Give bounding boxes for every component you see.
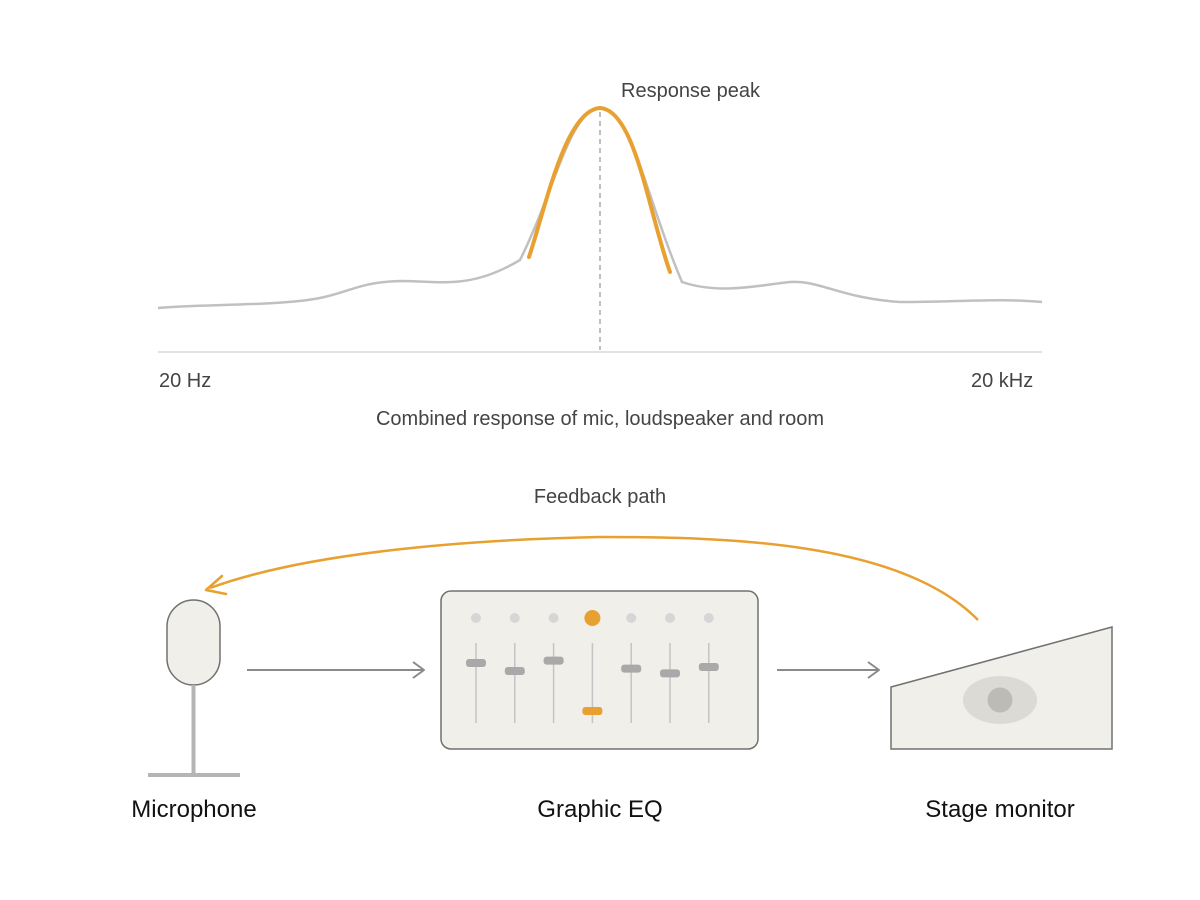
eq-fader-knob (504, 667, 525, 675)
x-axis-min-label: 20 Hz (159, 370, 212, 392)
eq-band-7 (698, 613, 719, 723)
eq-band-2 (504, 613, 525, 723)
graphic-eq-label: Graphic EQ (537, 796, 663, 823)
eq-band-3 (543, 613, 564, 723)
graphic-eq-icon (440, 590, 759, 750)
eq-band-1 (466, 613, 486, 723)
eq-fader-knob (582, 707, 603, 715)
eq-fader-knob (621, 664, 642, 673)
stage-monitor-icon (890, 626, 1113, 750)
chart-caption: Combined response of mic, loudspeaker an… (375, 408, 825, 430)
eq-band-5 (621, 613, 642, 723)
feedback-path (204, 535, 979, 621)
feedback-path-label: Feedback path (533, 486, 667, 508)
microphone-icon (148, 599, 240, 777)
eq-band-indicator (703, 613, 714, 623)
eq-fader-knob (466, 659, 486, 667)
eq-band-indicator (584, 610, 601, 626)
response-peak-label: Response peak (621, 80, 760, 102)
x-axis-max-label: 20 kHz (971, 370, 1034, 392)
eq-band-6 (660, 613, 680, 723)
speaker-dust-cap (987, 687, 1013, 713)
peak-highlight (527, 105, 672, 274)
eq-band-indicator (471, 613, 481, 623)
eq-band-indicator (665, 613, 675, 623)
stage-monitor-label: Stage monitor (925, 796, 1075, 823)
eq-band-indicator (548, 613, 559, 623)
eq-fader-knob (543, 656, 564, 665)
feedback-arrowhead (204, 574, 228, 596)
response-chart (157, 105, 1043, 353)
eq-band-indicator (626, 613, 637, 623)
eq-fader-knob (660, 669, 680, 678)
eq-band-4 (582, 610, 603, 723)
eq-fader-knob (698, 663, 719, 671)
signal-arrow-mic-to-eq (247, 661, 425, 679)
microphone-label: Microphone (131, 796, 257, 823)
eq-band-indicator (509, 613, 520, 623)
feedback-arrow (209, 535, 979, 621)
signal-arrow-eq-to-monitor (777, 661, 880, 679)
